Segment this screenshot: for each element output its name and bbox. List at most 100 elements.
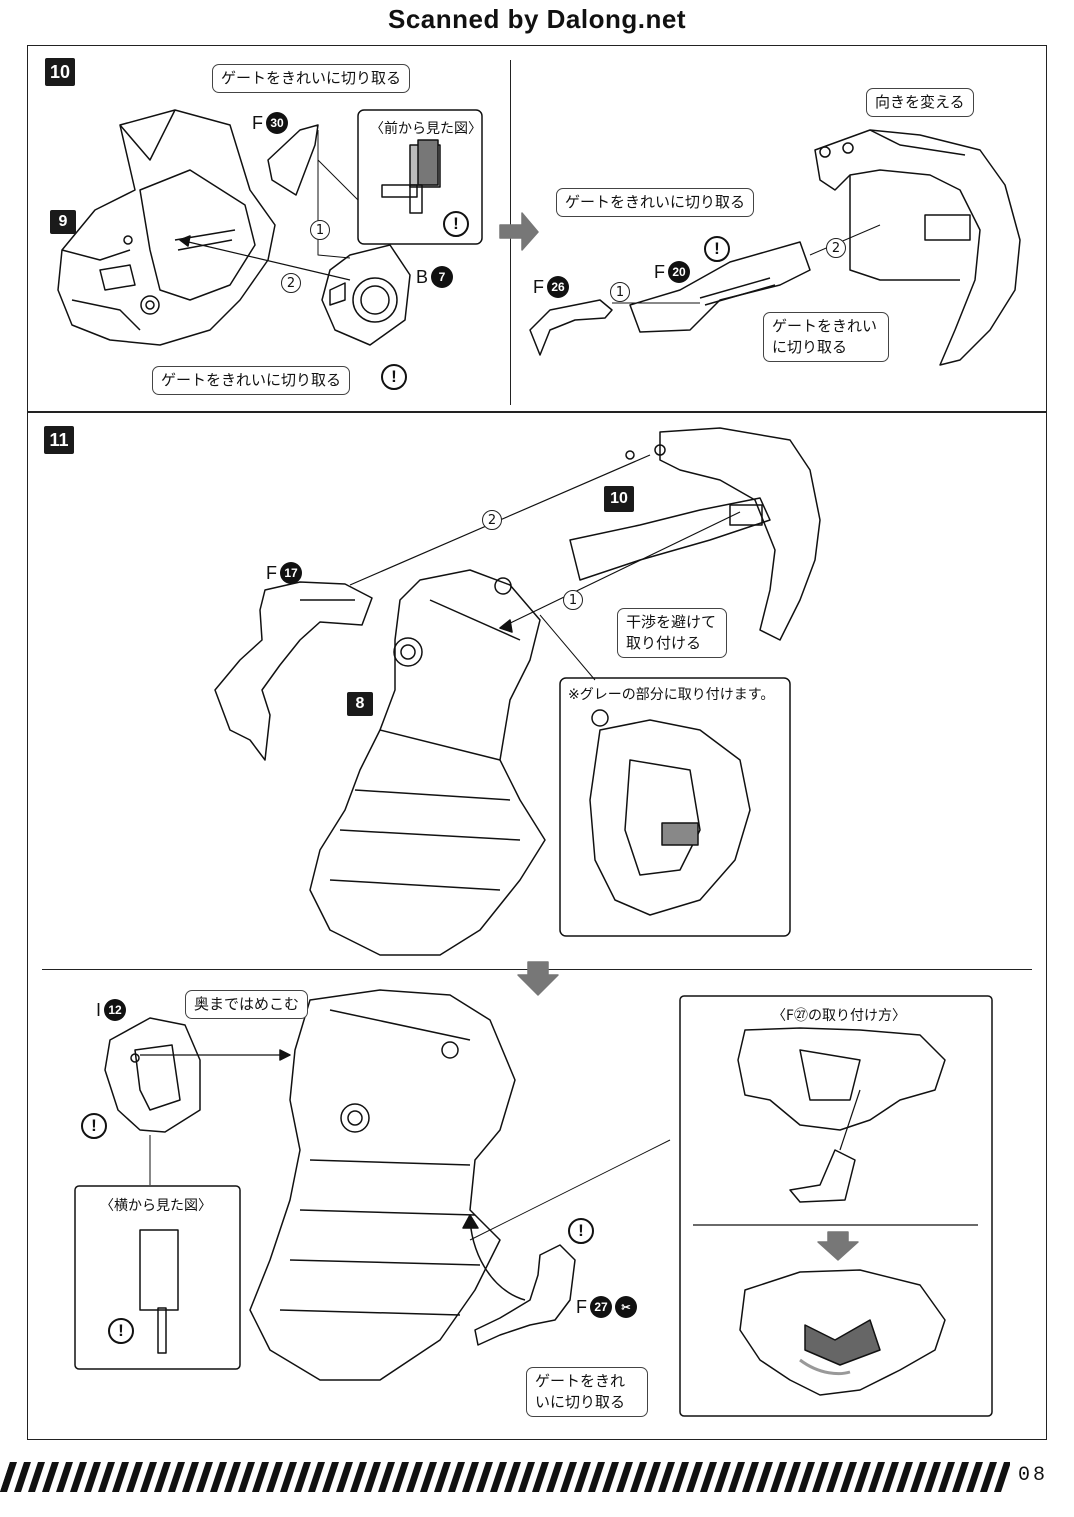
hatch-stripe <box>546 1462 563 1492</box>
hatch-stripe <box>644 1462 661 1492</box>
caution-icon: ! <box>108 1318 134 1344</box>
hatch-stripe <box>952 1462 969 1492</box>
hatch-stripe <box>518 1462 535 1492</box>
hatch-stripe <box>938 1462 955 1492</box>
gate-callout-top: ゲートをきれいに切り取る <box>212 64 411 93</box>
step-circle-2: 2 <box>281 273 301 293</box>
hatch-stripe <box>14 1462 31 1492</box>
hatch-stripe <box>504 1462 521 1492</box>
hatch-stripe <box>882 1462 899 1492</box>
caution-icon: ! <box>568 1218 594 1244</box>
hatch-stripe <box>364 1462 381 1492</box>
hatch-stripe <box>728 1462 745 1492</box>
hatch-stripe <box>756 1462 773 1492</box>
hatch-stripe <box>112 1462 129 1492</box>
part-ref-b7: B 7 <box>416 266 454 288</box>
hatch-stripe <box>658 1462 675 1492</box>
part-ref-i12: I 12 <box>96 999 127 1021</box>
side-view-label: 〈横から見た図〉 <box>100 1198 212 1214</box>
step10-divider <box>510 60 511 405</box>
part-ref-f27: F 27 ✂ <box>576 1296 637 1318</box>
front-view-label: 〈前から見た図〉 <box>370 121 482 137</box>
step-circle-1: 1 <box>563 590 583 610</box>
part-ref-f20: F 20 <box>654 261 690 283</box>
hatch-stripe <box>126 1462 143 1492</box>
hatch-stripe <box>378 1462 395 1492</box>
part-letter: F <box>576 1296 587 1317</box>
hatch-stripe <box>462 1462 479 1492</box>
hatch-stripe <box>476 1462 493 1492</box>
part-number-badge: 27 <box>590 1296 612 1318</box>
step-10-number: 10 <box>45 58 75 86</box>
hatch-stripe <box>210 1462 227 1492</box>
hatch-stripe <box>490 1462 507 1492</box>
part-ref-f26: F 26 <box>533 276 569 298</box>
hatch-stripe <box>140 1462 157 1492</box>
gate-callout-right-bottom: ゲートをきれいに切り取る <box>763 312 889 362</box>
step-circle-2: 2 <box>482 510 502 530</box>
part-number-badge: 12 <box>104 999 127 1021</box>
part-letter: I <box>96 999 102 1020</box>
hatch-stripe <box>602 1462 619 1492</box>
hatch-stripe <box>308 1462 325 1492</box>
step11-divider <box>42 969 1032 970</box>
caution-icon: ! <box>704 236 730 262</box>
f27-howto-label: 〈F㉗の取り付け方〉 <box>772 1008 907 1024</box>
sub-step-9-badge: 9 <box>50 210 76 234</box>
hatch-stripe <box>812 1462 829 1492</box>
hatch-stripe <box>350 1462 367 1492</box>
hatch-stripe <box>238 1462 255 1492</box>
gate-callout-f27: ゲートをきれいに切り取る <box>526 1367 648 1417</box>
hatch-stripe <box>84 1462 101 1492</box>
part-ref-f17: F 17 <box>266 562 302 584</box>
caution-icon: ! <box>443 211 469 237</box>
step-11-number: 11 <box>44 426 74 454</box>
step11-frame <box>27 411 1047 1440</box>
hatch-stripe <box>714 1462 731 1492</box>
hatch-stripe <box>672 1462 689 1492</box>
gray-area-note: ※グレーの部分に取り付けます。 <box>568 687 775 703</box>
hatch-stripe <box>448 1462 465 1492</box>
hatch-stripe <box>280 1462 297 1492</box>
caution-icon: ! <box>381 364 407 390</box>
hatch-stripe <box>252 1462 269 1492</box>
caution-icon: ! <box>81 1113 107 1139</box>
hatch-stripe <box>854 1462 871 1492</box>
hatch-stripe <box>98 1462 115 1492</box>
step-circle-1: 1 <box>310 220 330 240</box>
hatch-stripe <box>826 1462 843 1492</box>
step10-frame <box>27 45 1047 413</box>
hatch-stripe <box>700 1462 717 1492</box>
hatch-stripe <box>168 1462 185 1492</box>
hatch-stripe <box>154 1462 171 1492</box>
part-letter: B <box>416 266 429 287</box>
step-circle-2: 2 <box>826 238 846 258</box>
part-letter: F <box>252 112 263 133</box>
part-letter: F <box>654 261 665 282</box>
hatch-stripe <box>182 1462 199 1492</box>
hatch-stripe <box>532 1462 549 1492</box>
press-in-callout: 奥まではめこむ <box>185 990 309 1019</box>
hatch-stripe <box>42 1462 59 1492</box>
part-letter: F <box>533 276 544 297</box>
hatch-stripe <box>574 1462 591 1492</box>
hatch-stripe <box>0 1462 17 1492</box>
hatch-stripe <box>686 1462 703 1492</box>
hatch-stripe <box>56 1462 73 1492</box>
page-number: 08 <box>1018 1464 1049 1487</box>
scan-watermark-title: Scanned by Dalong.net <box>388 4 686 34</box>
hatch-stripe <box>560 1462 577 1492</box>
gate-cut-icon: ✂ <box>615 1296 637 1318</box>
hatch-stripe <box>336 1462 353 1492</box>
hatch-stripe <box>70 1462 87 1492</box>
part-letter: F <box>266 562 277 583</box>
hatch-stripe <box>224 1462 241 1492</box>
gate-callout-right-top: ゲートをきれいに切り取る <box>556 188 755 217</box>
hatch-stripe <box>840 1462 857 1492</box>
step-circle-1: 1 <box>610 282 630 302</box>
hatch-stripe <box>966 1462 983 1492</box>
hatch-stripe <box>294 1462 311 1492</box>
hatch-stripe <box>196 1462 213 1492</box>
part-number-badge: 26 <box>547 276 569 298</box>
sub-step-8-badge: 8 <box>347 692 373 716</box>
